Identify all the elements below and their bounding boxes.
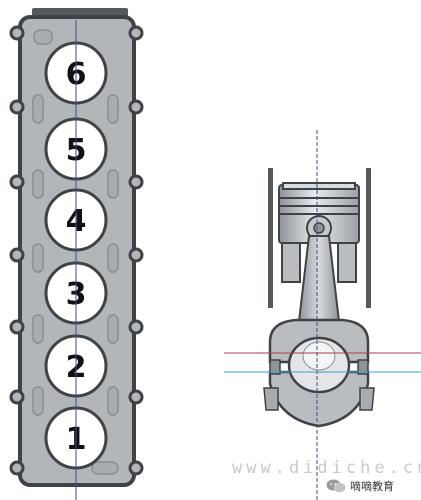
coolant-slots bbox=[32, 29, 119, 475]
bolt-icon bbox=[128, 319, 144, 335]
bolt-bosses bbox=[9, 25, 144, 476]
bolt-icon bbox=[9, 389, 25, 405]
bolt-icon bbox=[269, 359, 281, 375]
bolt-icon bbox=[9, 319, 25, 335]
bolt-icon bbox=[128, 247, 144, 263]
bolt-icon bbox=[9, 99, 25, 115]
cylinder-wall-right bbox=[366, 168, 371, 308]
bolt-icon bbox=[9, 25, 25, 41]
connecting-rod bbox=[296, 235, 342, 331]
bolt-icon bbox=[128, 460, 144, 476]
bolt-icon bbox=[9, 460, 25, 476]
cylinder-head: 6 5 4 3 2 1 bbox=[9, 8, 144, 500]
bolt-icon bbox=[357, 359, 369, 375]
bolt-icon bbox=[9, 174, 25, 190]
bolt-icon bbox=[9, 247, 25, 263]
bolt-icon bbox=[128, 99, 144, 115]
piston-assembly bbox=[224, 130, 421, 500]
bolt-icon bbox=[128, 25, 144, 41]
watermark: www.didiche.cn bbox=[232, 458, 421, 478]
wechat-icon bbox=[326, 479, 346, 493]
bolt-icon bbox=[128, 389, 144, 405]
bolt-icon bbox=[128, 174, 144, 190]
cylinder-wall-left bbox=[268, 168, 273, 308]
source-badge: 嘀嘀教育 bbox=[326, 476, 394, 496]
source-account: 嘀嘀教育 bbox=[350, 480, 394, 493]
